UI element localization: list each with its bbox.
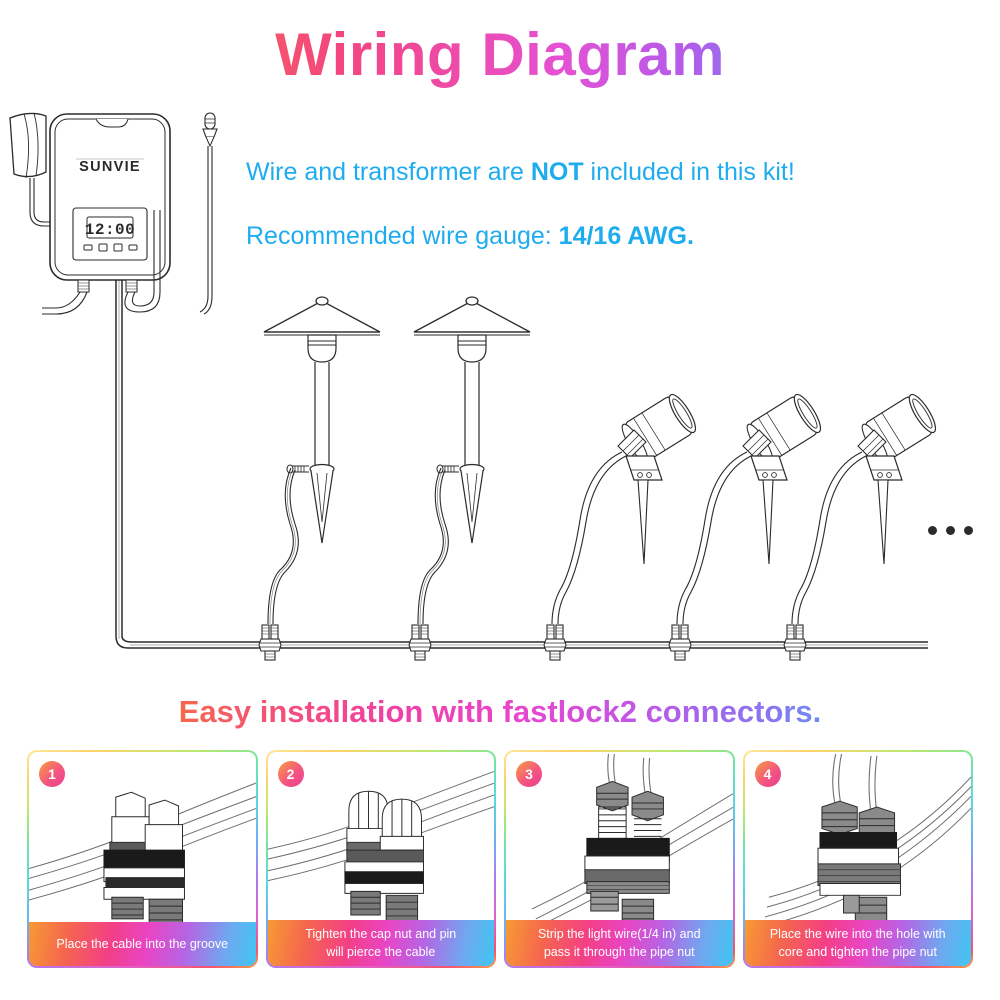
- path-light-2: [413, 296, 531, 625]
- step-caption-3-line-1: Strip the light wire(1/4 in) and: [537, 926, 701, 941]
- info-line-wire-not-included: Wire and transformer are NOT included in…: [246, 158, 795, 187]
- step-caption-3-line-2: pass it through the pipe nut: [543, 944, 695, 959]
- wiring-diagram-illustration: SUNVIE 12:00: [9, 112, 941, 661]
- spot-light-2: [676, 390, 826, 625]
- step-caption-4-line-2: core and tighten the pipe nut: [778, 944, 937, 959]
- step-caption-2: Tighten the cap nut and pin will pierce …: [267, 919, 494, 966]
- info-line-2-emphasis: 14/16 AWG.: [558, 222, 694, 250]
- step-caption-2-line-1: Tighten the cap nut and pin: [305, 926, 457, 941]
- step-badge-2: 2: [277, 761, 304, 787]
- step-card-1: 1: [27, 750, 258, 968]
- step-card-2: 2: [265, 750, 496, 968]
- step-2-illustration: [267, 770, 494, 922]
- info-line-1-part-a: Wire and transformer are: [246, 158, 531, 186]
- step-caption-4: Place the wire into the hole with core a…: [744, 919, 971, 966]
- step-caption-2-line-2: will pierce the cable: [326, 944, 436, 959]
- step-card-3: 3: [504, 750, 735, 968]
- step-4-illustration: [762, 753, 971, 928]
- cable-connector-5: [783, 624, 807, 661]
- spot-light-1: [551, 390, 701, 625]
- info-line-2-part-a: Recommended wire gauge:: [246, 222, 559, 250]
- step-3-illustration: [531, 753, 733, 930]
- step-caption-1-line-1: Place the cable into the groove: [56, 936, 229, 951]
- step-caption-1: Place the cable into the groove: [29, 922, 256, 966]
- installation-steps-row: 1: [27, 750, 973, 968]
- transformer-unit: SUNVIE 12:00: [9, 112, 171, 315]
- cable-connector-2: [408, 624, 432, 661]
- path-light-1: [263, 296, 381, 625]
- more-lights-ellipsis: [928, 526, 973, 535]
- section-subtitle: Easy installation with fastlock2 connect…: [0, 694, 1000, 730]
- spot-light-3: [791, 390, 941, 625]
- page-title: Wiring Diagram: [0, 22, 1000, 88]
- info-line-1-emphasis: NOT: [530, 158, 584, 186]
- cable-connector-4: [668, 624, 692, 661]
- step-card-4: 4: [742, 750, 973, 968]
- step-card-1-inner: 1: [29, 752, 256, 966]
- step-badge-4: 4: [754, 761, 781, 787]
- transformer-brand-label: SUNVIE: [79, 159, 141, 175]
- ellipsis-dot-2: [946, 526, 955, 535]
- info-line-1-part-c: included in this kit!: [583, 158, 795, 186]
- cable-connector-1: [258, 624, 282, 661]
- step-card-2-inner: 2: [267, 752, 494, 966]
- transformer-display-value: 12:00: [85, 221, 136, 239]
- step-badge-1: 1: [39, 761, 65, 787]
- ellipsis-dot-1: [928, 526, 937, 535]
- photocell-sensor: [199, 112, 218, 315]
- step-card-3-inner: 3: [506, 752, 733, 966]
- step-card-4-inner: 4: [744, 752, 971, 966]
- step-caption-4-line-1: Place the wire into the hole with: [769, 926, 946, 941]
- step-caption-3: Strip the light wire(1/4 in) and pass it…: [506, 919, 733, 966]
- step-1-illustration: [29, 782, 256, 926]
- ellipsis-dot-3: [964, 526, 973, 535]
- info-line-wire-gauge: Recommended wire gauge: 14/16 AWG.: [246, 222, 694, 251]
- cable-connector-3: [543, 624, 567, 661]
- step-badge-3: 3: [516, 761, 542, 787]
